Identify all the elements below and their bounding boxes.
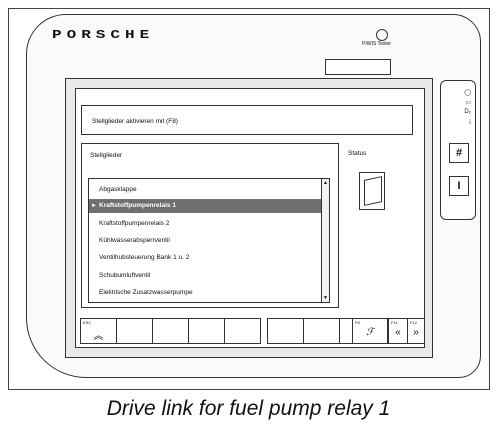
hash-button[interactable]: # [449, 143, 469, 163]
actuator-list[interactable]: Abgasklappe ►Kraftstoffpumpenrelais 1 Kr… [88, 178, 330, 303]
info-button[interactable]: I [449, 176, 469, 196]
list-item-label: Abgasklappe [99, 186, 137, 193]
list-item[interactable]: Ventilhubsteuerung Bank 1 u. 2 [89, 251, 321, 265]
fkey-esc[interactable]: ESC ︽ [80, 318, 117, 344]
figure-caption: Drive link for fuel pump relay 1 [106, 397, 391, 420]
list-item-label: Kühlwasserabsperrventil [99, 237, 170, 244]
tester-label: PIWIS Tester [362, 41, 392, 47]
list-item-label: Schubumluftventil [99, 272, 151, 279]
fkey-f3[interactable] [152, 318, 189, 344]
fkey-f8-action[interactable]: F8 ℱ [352, 318, 388, 344]
list-item[interactable]: Schubumluftventil [89, 269, 321, 283]
list-item[interactable]: Elektrische Zusatzwasserpumpe [89, 286, 321, 300]
toggle-lever [364, 176, 382, 206]
fkey-f6[interactable] [267, 318, 304, 344]
scrollbar[interactable]: ▲ ▼ [321, 179, 329, 302]
power-icon[interactable] [376, 29, 388, 41]
fkey-label: F11 [391, 320, 398, 325]
list-item-label: Ventilhubsteuerung Bank 1 u. 2 [99, 254, 190, 261]
signal-icon: D₂ [464, 109, 471, 115]
fkey-f5[interactable] [224, 318, 261, 344]
fkey-f11[interactable]: F11 « [388, 318, 408, 344]
chevron-double-right-icon: » [413, 327, 419, 338]
list-item[interactable]: Abgasklappe [89, 183, 321, 197]
list-item[interactable]: Kühlwasserabsperrventil [89, 234, 321, 248]
list-item-selected[interactable]: ►Kraftstoffpumpenrelais 1 [89, 199, 321, 213]
actuator-panel: Stellglieder Abgasklappe ►Kraftstoffpump… [81, 143, 339, 308]
drive-icon: ℱ [366, 327, 374, 338]
chevron-double-left-icon: « [395, 327, 401, 338]
info-icon: ¡ [469, 119, 471, 125]
card-slot [325, 59, 391, 75]
scroll-up-icon[interactable]: ▲ [323, 180, 328, 186]
selection-arrow-icon: ► [91, 203, 97, 209]
brand-logo: PORSCHE [52, 28, 155, 42]
scroll-down-icon[interactable]: ▼ [323, 295, 328, 301]
fkey-f12[interactable]: F12 » [407, 318, 425, 344]
battery-icon: ▭ [465, 100, 471, 106]
led-icon: ◯ [464, 90, 471, 96]
list-item-label: Kraftstoffpumpenrelais 2 [99, 220, 170, 227]
fkey-label: F12 [410, 320, 417, 325]
fkey-f4[interactable] [188, 318, 225, 344]
side-panel: ◯ ▭ D₂ ¡ # I [440, 80, 476, 220]
list-title: Stellglieder [90, 152, 123, 159]
fkey-label: ESC [83, 320, 92, 325]
fkey-f7[interactable] [303, 318, 340, 344]
list-item[interactable]: Kraftstoffpumpenrelais 2 [89, 217, 321, 231]
chevron-up-icon: ︽ [93, 331, 104, 342]
list-item-label: Kraftstoffpumpenrelais 1 [99, 202, 176, 209]
message-bar: Stellglieder aktivieren mit (F8) [81, 105, 413, 135]
status-label: Status [348, 150, 367, 157]
function-key-bar: ESC ︽ F8 F8 ℱ F11 « F12 » [80, 318, 430, 346]
fkey-label: F8 [355, 320, 360, 325]
status-toggle[interactable] [359, 172, 385, 210]
list-item-label: Elektrische Zusatzwasserpumpe [99, 289, 193, 296]
fkey-f2[interactable] [116, 318, 153, 344]
